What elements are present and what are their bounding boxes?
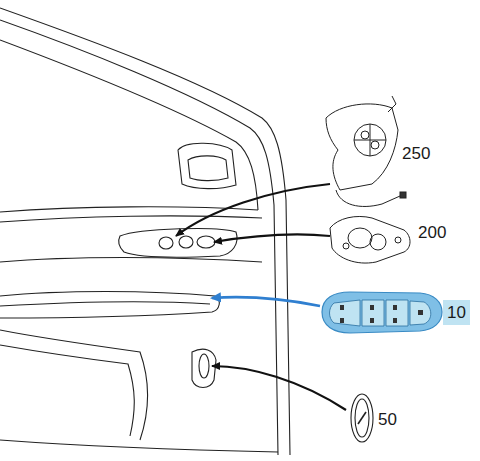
highlight-box: 10 — [443, 300, 470, 325]
callout-number: 200 — [418, 224, 446, 241]
callout-number: 250 — [402, 145, 430, 162]
callout-number: 50 — [378, 411, 397, 428]
callout-number: 10 — [447, 304, 466, 321]
